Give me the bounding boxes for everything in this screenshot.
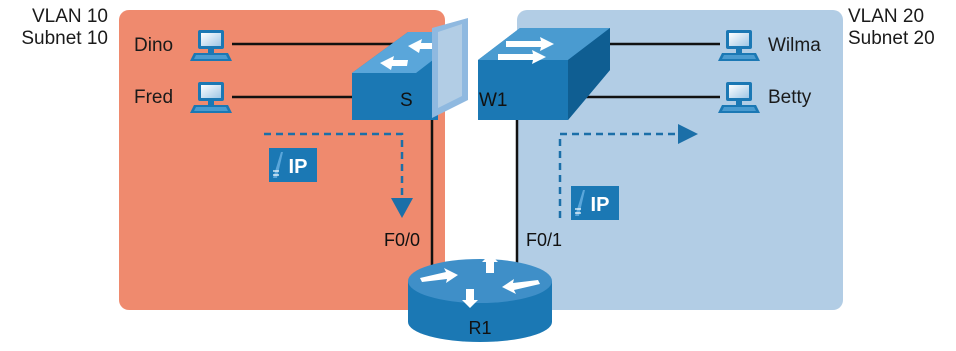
interface-label-f01: F0/1 — [526, 230, 562, 250]
ip-packet-icon-left: IP — [269, 148, 317, 182]
flow-arrow-left — [264, 132, 404, 200]
vlan-20-caption: VLAN 20 Subnet 20 — [848, 6, 935, 50]
vlan-10-caption: VLAN 10 Subnet 10 — [10, 6, 108, 50]
vlan-10-name: VLAN 10 — [31, 6, 108, 27]
flow-arrowhead-right — [678, 124, 698, 144]
ip-packet-label-right: IP — [591, 194, 610, 216]
vlan-10-subnet: Subnet 10 — [21, 28, 108, 49]
traffic-flow — [264, 132, 680, 218]
vlan-20-subnet: Subnet 20 — [848, 28, 935, 49]
switch-label-sw1-right: W1 — [479, 90, 508, 111]
flow-arrow-right — [558, 132, 680, 218]
host-label-betty: Betty — [768, 87, 812, 108]
host-label-dino: Dino — [134, 35, 173, 56]
flow-arrowhead-down — [391, 198, 413, 218]
ip-packet-icon-right: IP — [571, 186, 619, 220]
vlan-20-area — [517, 10, 843, 310]
router-icon-r1: R1 — [408, 254, 552, 342]
router-label-r1: R1 — [468, 318, 491, 338]
host-label-fred: Fred — [134, 87, 173, 108]
host-label-wilma: Wilma — [768, 35, 821, 56]
interface-label-f00: F0/0 — [384, 230, 420, 250]
ip-packet-label-left: IP — [289, 156, 308, 178]
vlan-20-name: VLAN 20 — [848, 6, 925, 27]
switch-icon-sw1: S W1 — [352, 18, 610, 120]
switch-label-sw1-left: S — [400, 90, 413, 111]
